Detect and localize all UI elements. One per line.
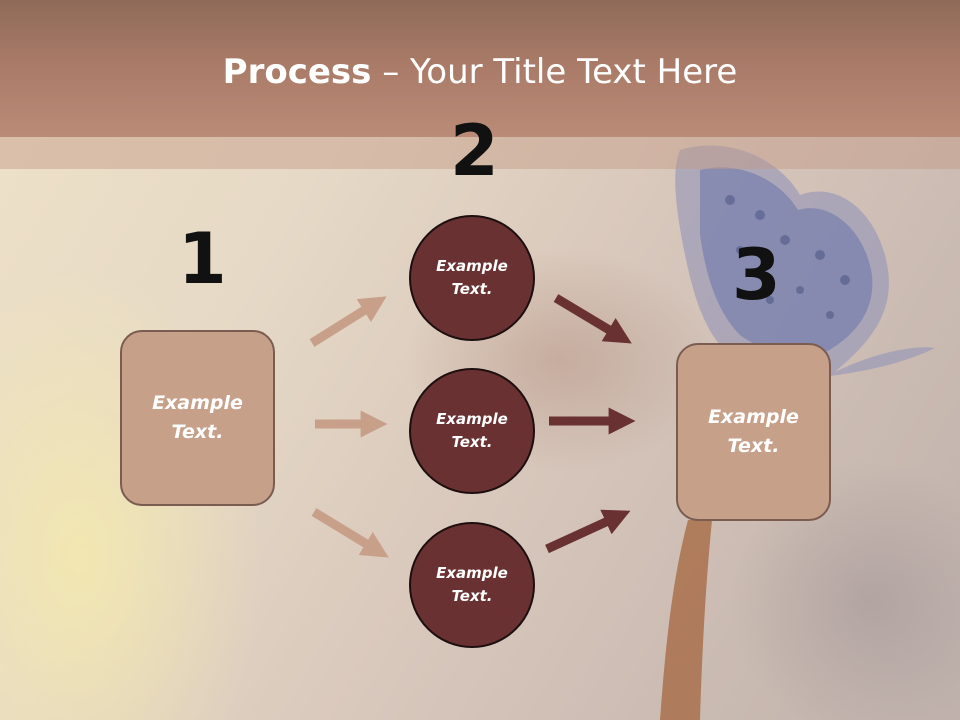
- title-bold: Process: [222, 52, 372, 92]
- step-3-box: Example Text.: [676, 343, 831, 521]
- step-2-circle-bottom: Example Text.: [409, 522, 535, 648]
- arrow-1-to-bottom: [311, 508, 389, 558]
- arrow-1-to-top: [309, 296, 387, 347]
- step-2-circle-bottom-text: Example Text.: [436, 564, 508, 605]
- title-separator: –: [371, 52, 411, 92]
- title-rest: Your Title Text Here: [410, 52, 738, 92]
- step-number-1: 1: [178, 218, 227, 300]
- step-2-circle-top: Example Text.: [409, 215, 535, 341]
- arrow-top-to-3: [553, 294, 632, 344]
- arrow-bottom-to-3: [545, 509, 631, 554]
- step-3-text: Example Text.: [708, 406, 799, 457]
- step-number-2: 2: [450, 110, 499, 192]
- header-band-light-strip: [0, 137, 960, 169]
- step-2-circle-middle: Example Text.: [409, 368, 535, 494]
- header-band: [0, 0, 960, 137]
- slide-title: Process – Your Title Text Here: [0, 52, 960, 92]
- step-1-box: Example Text.: [120, 330, 275, 506]
- step-2-circle-middle-text: Example Text.: [436, 410, 508, 451]
- step-2-circle-top-text: Example Text.: [436, 257, 508, 298]
- step-1-text: Example Text.: [152, 392, 243, 443]
- step-number-3: 3: [732, 234, 781, 316]
